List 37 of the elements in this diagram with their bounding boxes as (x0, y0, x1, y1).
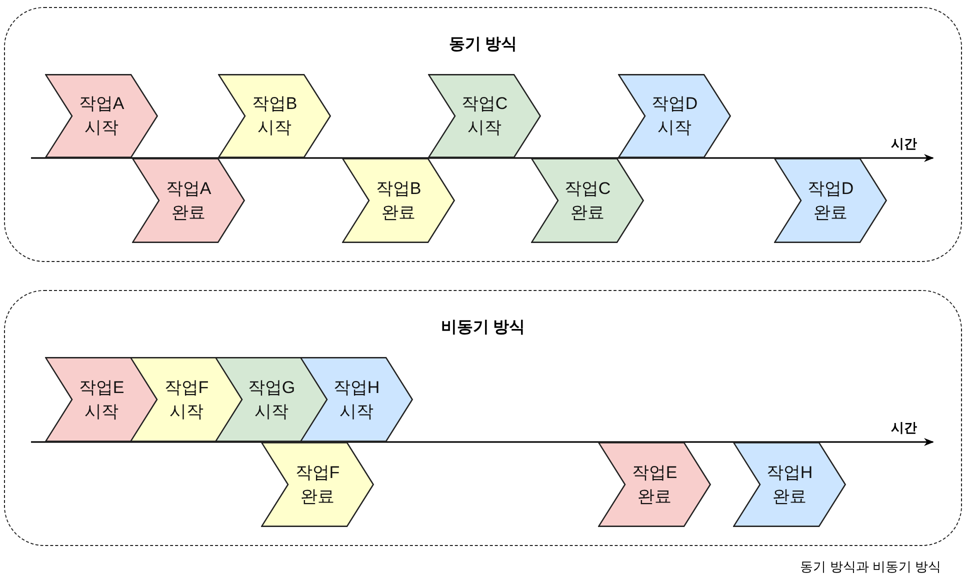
step-label: 작업H 시작 (332, 376, 381, 422)
section-title: 비동기 방식 (440, 318, 526, 338)
step-label: 작업E 완료 (630, 462, 678, 508)
chevron-step (215, 357, 328, 442)
section-title: 동기 방식 (448, 35, 518, 55)
chevron-step (218, 74, 331, 158)
axis-label: 시간 (891, 419, 917, 437)
step-label: 작업A 완료 (164, 178, 212, 224)
chevron-step (428, 74, 541, 158)
step-label: 작업H 완료 (765, 462, 814, 508)
chevron-step (598, 442, 711, 527)
step-label: 작업D 시작 (650, 93, 699, 139)
step-label: 작업C 시작 (460, 93, 509, 139)
chevron-step (261, 442, 374, 527)
step-label: 작업A 시작 (78, 93, 126, 139)
step-label: 작업D 완료 (806, 178, 855, 224)
section-panel (4, 7, 962, 262)
step-label: 작업B 완료 (374, 178, 422, 224)
chevron-step (130, 357, 243, 442)
chevron-step (300, 357, 413, 442)
caption: 동기 방식과 비동기 방식 (800, 558, 941, 576)
step-label: 작업F 시작 (163, 376, 210, 422)
chevron-step (132, 158, 245, 243)
step-label: 작업C 완료 (563, 178, 612, 224)
chevron-step (342, 158, 455, 243)
section-panel (4, 290, 962, 546)
step-label: 작업E 시작 (78, 376, 126, 422)
chevron-step (618, 74, 731, 158)
step-label: 작업B 시작 (250, 93, 298, 139)
step-label: 작업G 시작 (246, 376, 296, 422)
chevron-step (531, 158, 644, 243)
chevron-step (45, 74, 158, 158)
chevron-step (45, 357, 158, 442)
axis-label: 시간 (891, 135, 917, 153)
chevron-step (733, 442, 846, 527)
chevron-step (774, 158, 887, 243)
step-label: 작업F 완료 (294, 462, 341, 508)
